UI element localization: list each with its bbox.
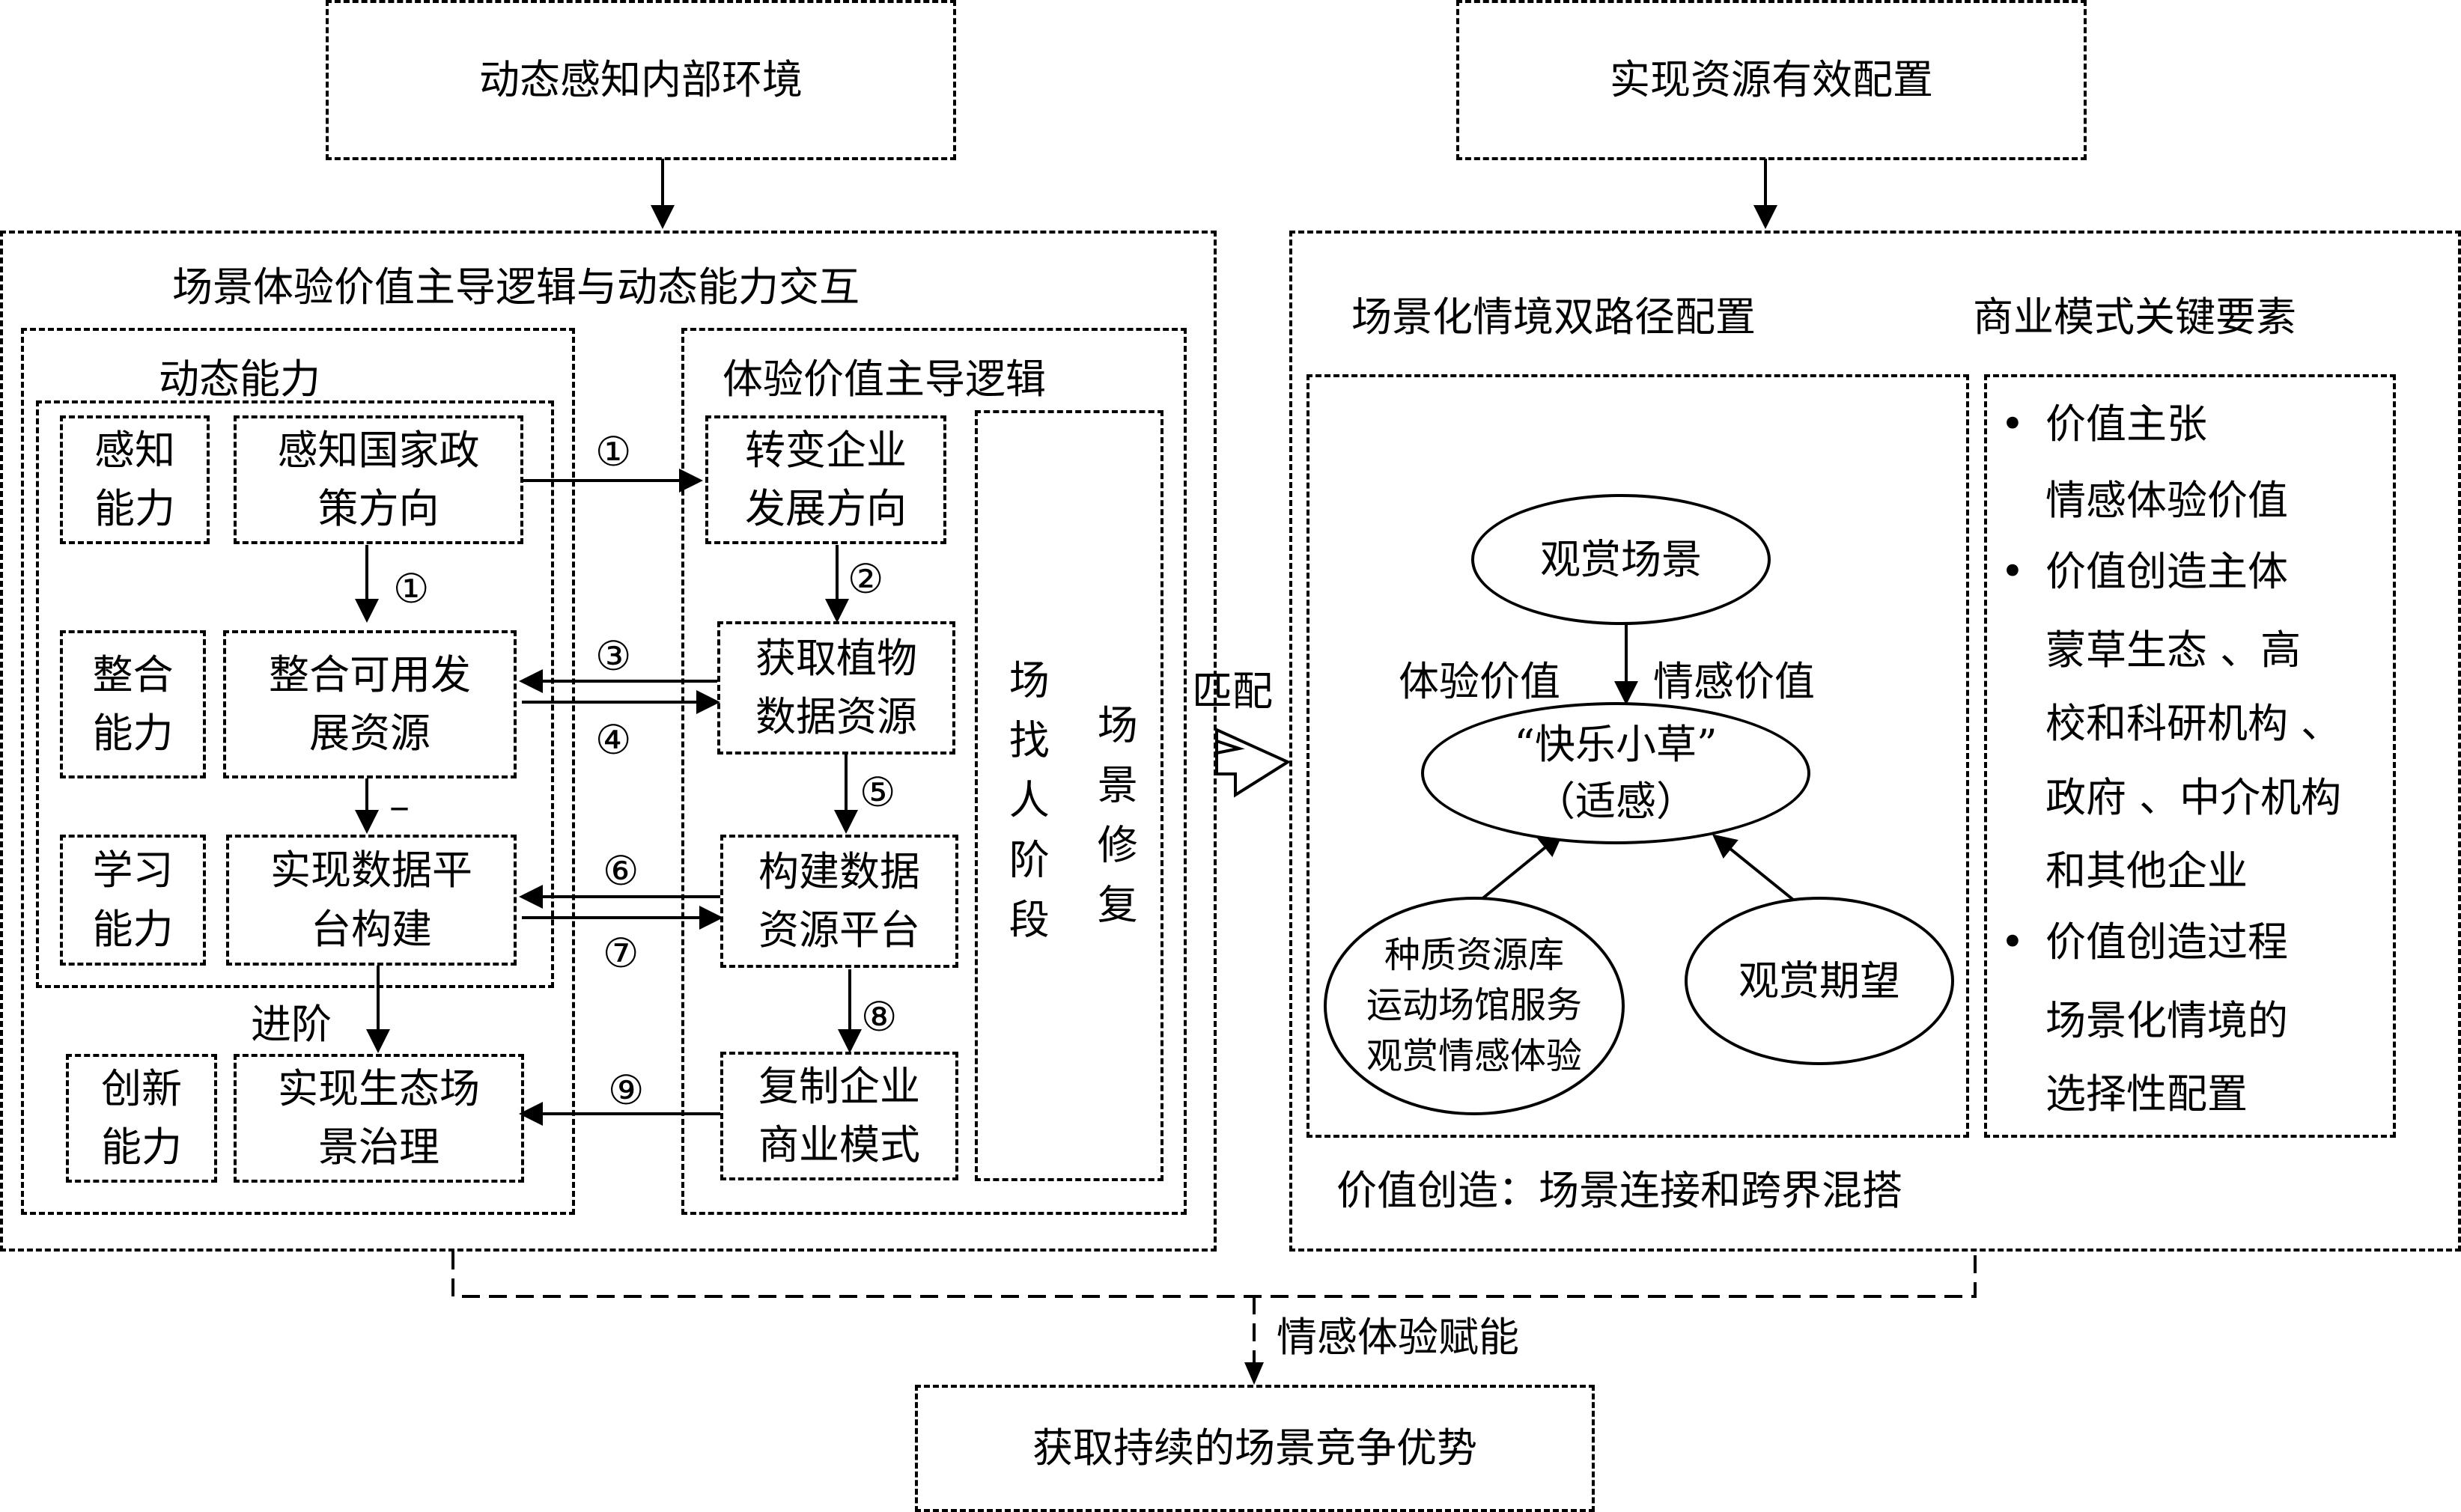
match-hollow-arrow [1215, 727, 1292, 798]
bullet-body: 场景化情境的 选择性配置 [2045, 997, 2288, 1118]
action-ecological-governance: 实现生态场 景治理 [234, 1054, 524, 1183]
ellipse-happy-grass: “快乐小草” （适感） [1421, 702, 1810, 844]
left-panel-title: 场景体验价值主导逻辑与动态能力交互 [172, 263, 860, 311]
dash-label: – [389, 782, 410, 829]
stage-column-box [975, 410, 1163, 1181]
bullet-body: 蒙草生态 、高 校和科研机构 、 政府 、中介机构 和其他企业 [2045, 627, 2342, 894]
top-right-box: 实现资源有效配置 [1456, 0, 2087, 160]
bullet-head: 价值创造主体 [2045, 548, 2288, 595]
stage-scene-repair: 场景修复 [1090, 704, 1138, 943]
arrow-expect-to-center [1712, 834, 1802, 907]
step-transform-direction: 转变企业 发展方向 [705, 415, 946, 544]
label-circle-9: ⑨ [608, 1067, 645, 1114]
label-circle-6: ⑥ [603, 847, 639, 894]
emotional-empowerment-label: 情感体验赋能 [1277, 1314, 1519, 1361]
step-build-data-platform: 构建数据 资源平台 [720, 835, 958, 968]
match-label: 匹配 [1192, 668, 1273, 715]
stage-seek-people: 场找人阶段 [1002, 659, 1050, 958]
label-experience-value: 体验价值 [1399, 658, 1560, 705]
ellipse-viewing-expectation: 观赏期望 [1685, 897, 1954, 1065]
bottom-box: 获取持续的场景竞争优势 [915, 1385, 1595, 1512]
value-creation-footer: 价值创造：场景连接和跨界混搭 [1336, 1167, 1902, 1214]
label-circle-1-right: ① [595, 428, 632, 475]
label-circle-8: ⑧ [861, 993, 898, 1040]
right-heading-key-elements: 商业模式关键要素 [1973, 293, 2296, 341]
ellipse-viewing-scene: 观赏场景 [1471, 494, 1771, 625]
dynamic-capability-inner [36, 400, 554, 988]
capability-perception: 感知 能力 [60, 415, 210, 544]
step-acquire-plant-data: 获取植物 数据资源 [717, 621, 955, 755]
left-panel [0, 231, 1217, 1252]
right-panel [1289, 231, 2461, 1252]
label-circle-4: ④ [595, 716, 632, 763]
label-circle-3: ③ [595, 632, 632, 680]
dynamic-capability-group [21, 328, 575, 1215]
dynamic-capability-title: 动态能力 [159, 356, 320, 403]
bottom-dashed-connector [451, 1252, 1977, 1298]
bullet-body: 情感体验价值 [2045, 477, 2288, 524]
experience-logic-title: 体验价值主导逻辑 [723, 356, 1046, 403]
action-build-data-platform: 实现数据平 台构建 [226, 835, 517, 966]
top-left-box: 动态感知内部环境 [326, 0, 956, 160]
ellipse-resources-services: 种质资源库 运动场馆服务 观赏情感体验 [1324, 897, 1625, 1115]
bullet-head: 价值创造过程 [2045, 918, 2288, 966]
experience-logic-group [681, 328, 1187, 1215]
scene-config-box [1306, 374, 1969, 1138]
advance-label: 进阶 [251, 1001, 332, 1048]
label-emotional-value: 情感价值 [1653, 658, 1815, 705]
key-elements-box [1984, 374, 2396, 1138]
action-perceive-policy: 感知国家政 策方向 [234, 415, 523, 544]
label-circle-1-down: ① [393, 565, 430, 612]
label-circle-7: ⑦ [603, 930, 639, 977]
right-heading-dual-path: 场景化情境双路径配置 [1351, 293, 1756, 341]
label-circle-5: ⑤ [860, 769, 896, 816]
bullet-head: 价值主张 [2045, 400, 2207, 448]
capability-integration: 整合 能力 [60, 630, 206, 778]
action-integrate-resources: 整合可用发 展资源 [223, 630, 517, 778]
capability-innovation: 创新 能力 [66, 1054, 217, 1183]
step-replicate-business-model: 复制企业 商业模式 [720, 1052, 958, 1180]
capability-learning: 学习 能力 [60, 835, 206, 966]
label-circle-2: ② [848, 555, 884, 603]
